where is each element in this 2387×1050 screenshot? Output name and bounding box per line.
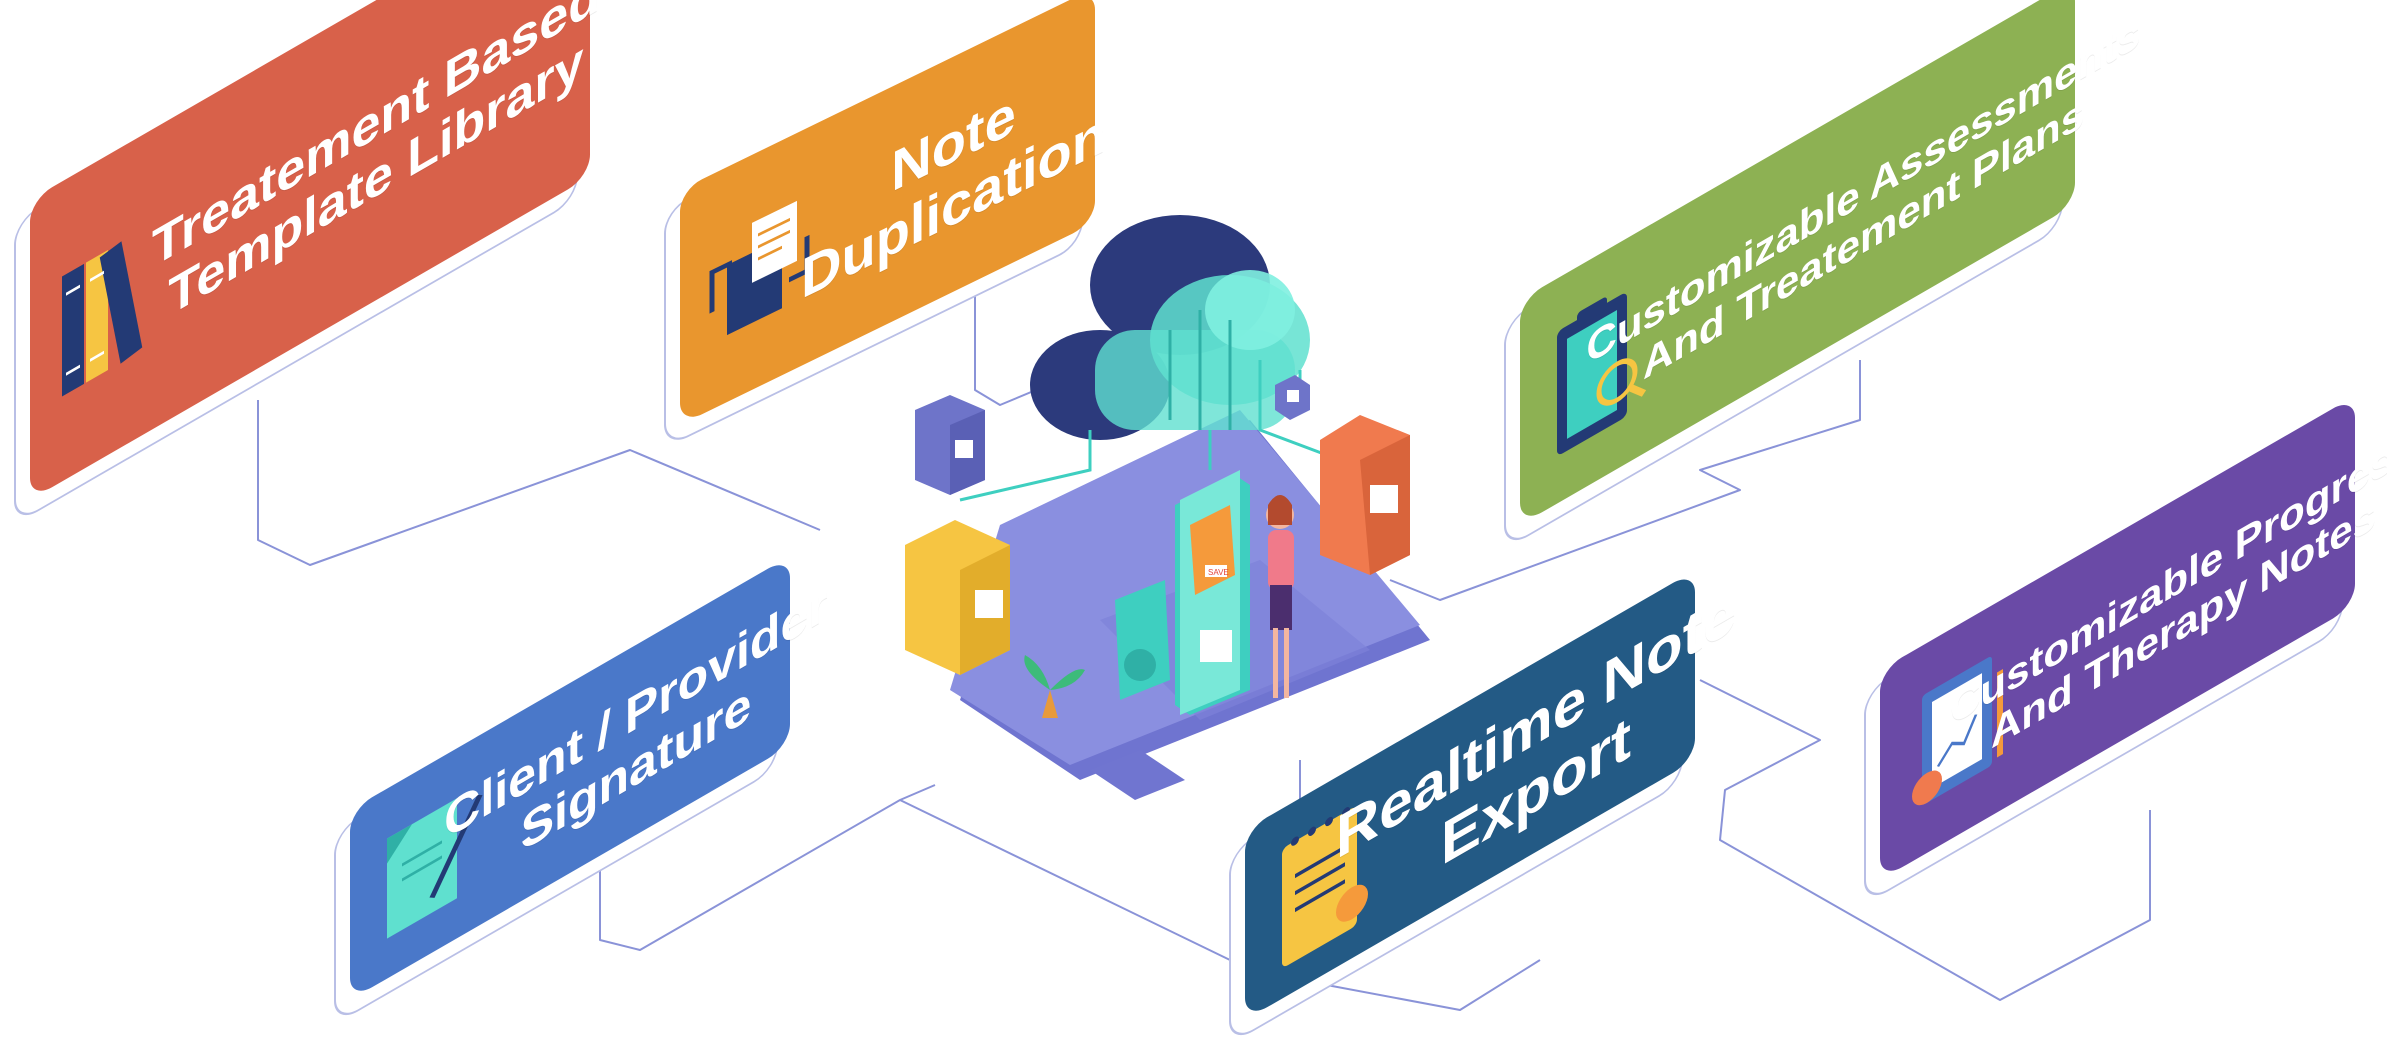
- save-tag: SAVE: [1208, 568, 1229, 577]
- connector-note-duplication: [974, 275, 1061, 406]
- card-template-library: Treatement Based Template Library: [16, 0, 600, 523]
- card-progress-notes: Customizable Progress And Therapy Notes: [1866, 395, 2387, 903]
- device: SAVE: [1115, 470, 1250, 715]
- connector-export-side: [1699, 679, 2151, 1001]
- books-icon: [52, 193, 172, 412]
- card-note-duplication: Note Duplication: [666, 0, 1106, 446]
- server-yellow: [905, 520, 1010, 675]
- server-purple: [915, 395, 985, 495]
- progress-report-icon: [1902, 618, 2022, 837]
- person: [1266, 495, 1294, 698]
- server-small: [1275, 375, 1310, 420]
- clipboard-search-icon: [1542, 256, 1662, 475]
- plant: [1024, 655, 1085, 718]
- export-notepad-icon: [1267, 768, 1387, 987]
- card-assessments: Customizable Assessments And Treatement …: [1506, 0, 2141, 548]
- signature-pen-icon: [372, 748, 492, 967]
- server-orange: [1320, 415, 1410, 575]
- card-export: Realtime Note Export: [1231, 570, 1736, 1043]
- duplicate-notes-icon: [702, 163, 822, 372]
- connector-template-library: [257, 400, 821, 566]
- cloud-icon: [1030, 215, 1310, 440]
- card-signature: Client / Provider Signature: [336, 555, 828, 1023]
- connector-signature: [599, 784, 936, 951]
- connector-assessments: [1389, 360, 1861, 601]
